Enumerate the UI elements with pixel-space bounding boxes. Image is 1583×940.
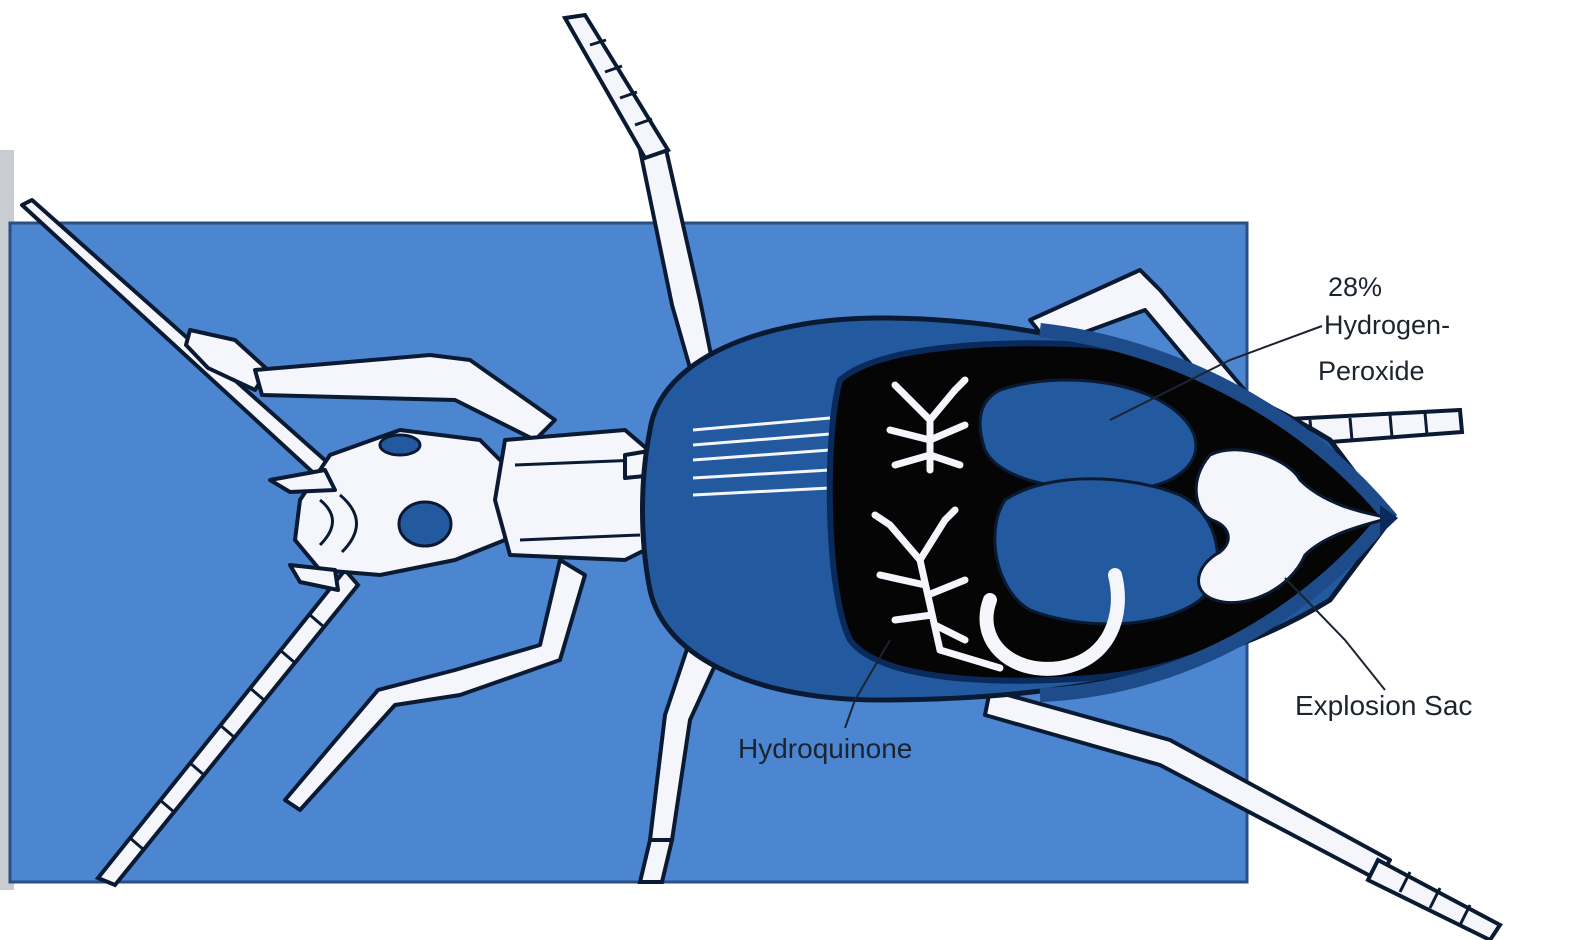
hydroquinone-label: Hydroquinone — [738, 733, 912, 764]
peroxide-line2-label: Peroxide — [1318, 356, 1425, 386]
peroxide-percent-label: 28% — [1328, 272, 1382, 302]
eye-icon — [380, 435, 420, 455]
beetle-thorax — [495, 430, 660, 560]
explosion-sac-label: Explosion Sac — [1295, 690, 1472, 721]
eye-icon — [399, 502, 451, 546]
peroxide-reservoir-lower — [995, 479, 1218, 624]
peroxide-line1-label: Hydrogen- — [1324, 310, 1450, 340]
